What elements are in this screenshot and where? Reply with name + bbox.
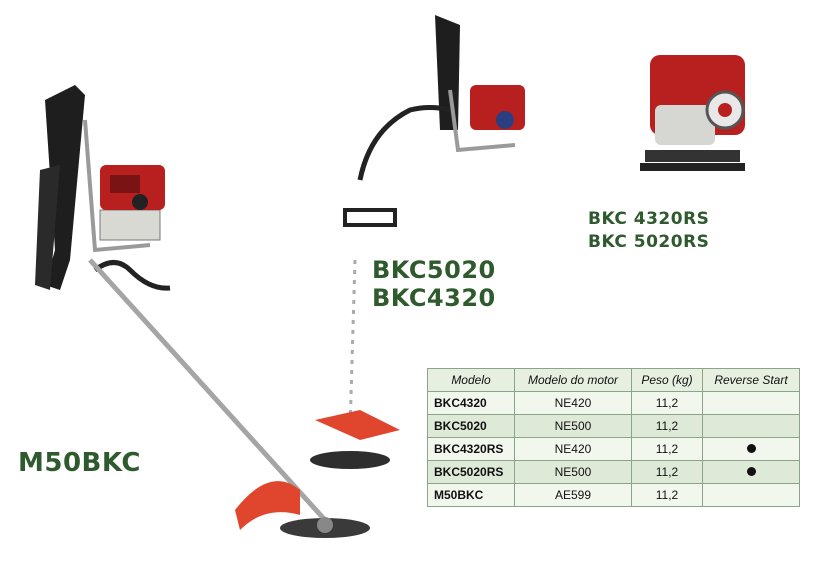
header-modelo-motor: Modelo do motor [514,368,632,392]
cell-modelo: BKC4320 [427,391,515,415]
cell-peso: 11,2 [631,460,703,484]
cell-reverse-start [702,483,800,507]
bkc5020-bkc4320-label: BKC5020 BKC4320 [372,256,496,312]
bkc4320-label-line: BKC4320 [372,284,496,312]
cell-modelo-motor: NE420 [514,437,632,461]
cell-modelo: BKC5020 [427,414,515,438]
cell-reverse-start [702,414,800,438]
reverse-start-dot-icon [746,467,756,476]
bkc5020-bkc4320-product-image [310,15,525,469]
cell-modelo: BKC4320RS [427,437,515,461]
cell-reverse-start [702,391,800,415]
cell-peso: 11,2 [631,437,703,461]
cell-modelo-motor: NE420 [514,391,632,415]
bkc4320rs-label-line: BKC 4320RS [588,209,710,229]
m50bkc-label: M50BKC [18,448,141,478]
specifications-table: Modelo Modelo do motor Peso (kg) Reverse… [427,368,800,507]
cell-reverse-start [702,460,800,484]
m50bkc-product-image [35,85,370,538]
cell-peso: 11,2 [631,483,703,507]
table-header-row: Modelo Modelo do motor Peso (kg) Reverse… [427,368,800,392]
cell-modelo: M50BKC [427,483,515,507]
reverse-start-dot-icon [746,444,756,453]
cell-reverse-start [702,437,800,461]
bkc-rs-engine-image [640,55,745,171]
header-reverse-start: Reverse Start [702,368,800,392]
cell-modelo-motor: AE599 [514,483,632,507]
cell-modelo: BKC5020RS [427,460,515,484]
cell-modelo-motor: NE500 [514,414,632,438]
bkc5020rs-label-line: BKC 5020RS [588,232,710,252]
bkc5020-label-line: BKC5020 [372,256,496,284]
cell-modelo-motor: NE500 [514,460,632,484]
bkc-rs-label: BKC 4320RS BKC 5020RS [588,208,709,254]
header-modelo: Modelo [427,368,515,392]
cell-peso: 11,2 [631,391,703,415]
cell-peso: 11,2 [631,414,703,438]
header-peso: Peso (kg) [631,368,703,392]
